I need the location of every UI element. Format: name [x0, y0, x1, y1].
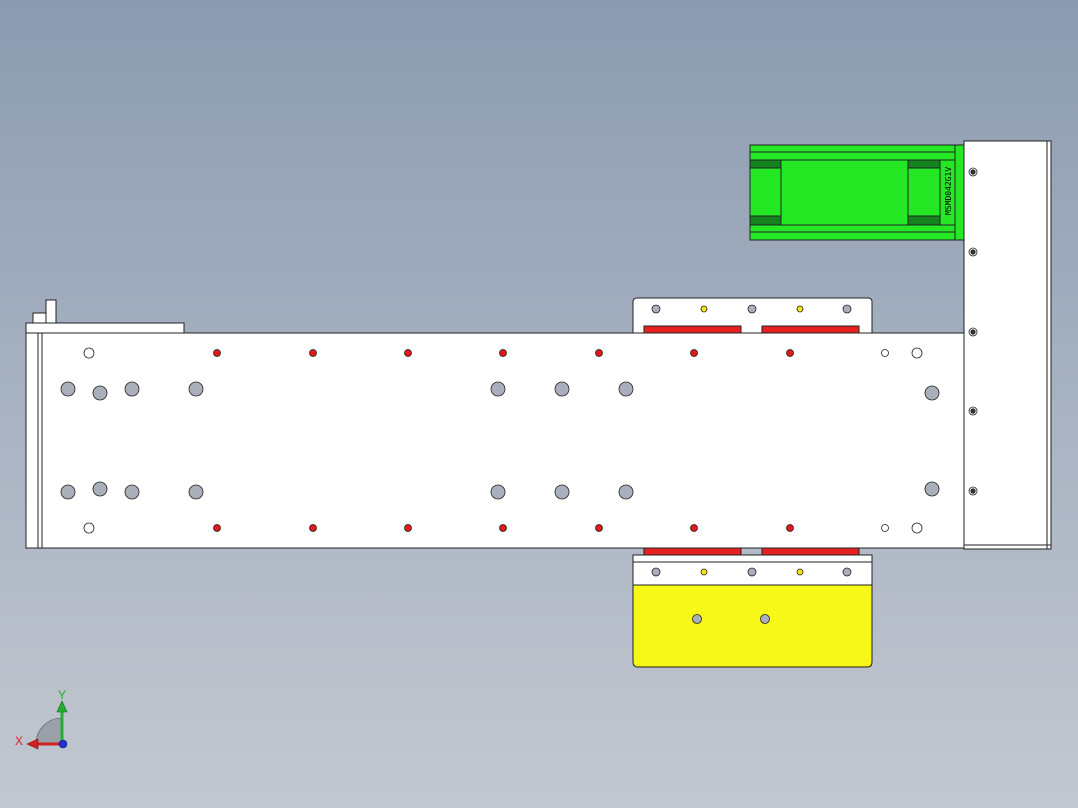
x-arrow-head	[26, 738, 39, 750]
open-hole	[911, 522, 923, 534]
open-hole	[881, 524, 889, 532]
threaded-hole	[618, 484, 634, 500]
motor-band-left-top	[749, 159, 782, 169]
guide-block-top-left	[643, 325, 742, 334]
y-arrow-head	[56, 700, 68, 713]
red-mounting-dot	[499, 349, 507, 357]
mount-screw-center	[970, 408, 976, 414]
carriage-bolt-hole	[747, 567, 757, 577]
carriage-lower[interactable]	[632, 547, 873, 668]
threaded-hole	[92, 385, 108, 401]
carriage-bolt-hole	[747, 304, 757, 314]
carriage-pin-hole	[796, 568, 804, 576]
threaded-hole	[554, 381, 570, 397]
end-cap-tab	[45, 299, 57, 324]
motor-band-right-bottom	[907, 215, 941, 226]
plate-hole	[760, 614, 770, 624]
mount-screw-center	[970, 329, 976, 335]
end-cap-block	[32, 312, 48, 324]
x-axis-label: X	[15, 734, 23, 748]
axis-triad[interactable]: X Y	[15, 688, 68, 750]
carriage-pin-hole	[700, 568, 708, 576]
carriage-pin-hole	[796, 305, 804, 313]
triad-quadrant	[35, 717, 63, 745]
guide-block-bottom-left	[643, 547, 742, 556]
mount-screw-center	[970, 169, 976, 175]
red-mounting-dot	[404, 524, 412, 532]
rail-outline	[41, 332, 965, 549]
motor-label: MSMD042G1V	[944, 167, 953, 215]
red-mounting-dot	[499, 524, 507, 532]
guide-block-top-right	[761, 325, 860, 334]
red-mounting-dot	[595, 524, 603, 532]
red-mounting-dot	[309, 349, 317, 357]
servo-motor-icon[interactable]: MSMD042G1V	[749, 144, 965, 241]
guide-block-bottom-right	[761, 547, 860, 556]
red-mounting-dot	[213, 524, 221, 532]
red-mounting-dot	[404, 349, 412, 357]
threaded-hole	[60, 484, 76, 500]
open-hole	[83, 522, 95, 534]
motor-flange	[954, 144, 965, 241]
end-cap-plate	[25, 332, 43, 549]
mount-screw-center	[970, 249, 976, 255]
motor-band-left	[749, 159, 782, 226]
threaded-hole	[124, 381, 140, 397]
end-cap-top-lip	[25, 322, 185, 334]
threaded-hole	[490, 381, 506, 397]
plate-hole	[692, 614, 702, 624]
threaded-hole	[490, 484, 506, 500]
y-axis-label: Y	[58, 688, 66, 702]
mount-screw-center	[970, 488, 976, 494]
open-hole	[83, 347, 95, 359]
red-mounting-dot	[786, 524, 794, 532]
carriage-bolt-hole	[842, 567, 852, 577]
threaded-hole	[188, 381, 204, 397]
yellow-mount-plate[interactable]	[632, 584, 873, 668]
rail-body[interactable]	[41, 332, 965, 549]
red-mounting-dot	[690, 349, 698, 357]
open-hole	[881, 349, 889, 357]
carriage-bolt-hole	[651, 304, 661, 314]
threaded-hole	[924, 481, 940, 497]
open-hole	[911, 347, 923, 359]
motor-assembly[interactable]: MSMD042G1V	[749, 140, 1052, 550]
carriage[interactable]	[632, 297, 873, 334]
carriage-top-plate	[632, 297, 873, 334]
threaded-hole	[92, 481, 108, 497]
motor-mount-bracket	[963, 140, 1052, 550]
threaded-hole	[618, 381, 634, 397]
threaded-hole	[60, 381, 76, 397]
red-mounting-dot	[595, 349, 603, 357]
red-mounting-dot	[690, 524, 698, 532]
red-mounting-dot	[213, 349, 221, 357]
threaded-hole	[924, 385, 940, 401]
motor-band-left-bottom	[749, 215, 782, 226]
threaded-hole	[124, 484, 140, 500]
carriage-bolt-hole	[842, 304, 852, 314]
red-mounting-dot	[786, 349, 794, 357]
carriage-pin-hole	[700, 305, 708, 313]
motor-band-right	[907, 159, 941, 226]
threaded-hole	[188, 484, 204, 500]
motor-band-right-top	[907, 159, 941, 169]
z-axis-dot	[58, 739, 68, 749]
threaded-hole	[554, 484, 570, 500]
end-cap[interactable]	[25, 299, 185, 549]
carriage-bolt-hole	[651, 567, 661, 577]
red-mounting-dot	[309, 524, 317, 532]
